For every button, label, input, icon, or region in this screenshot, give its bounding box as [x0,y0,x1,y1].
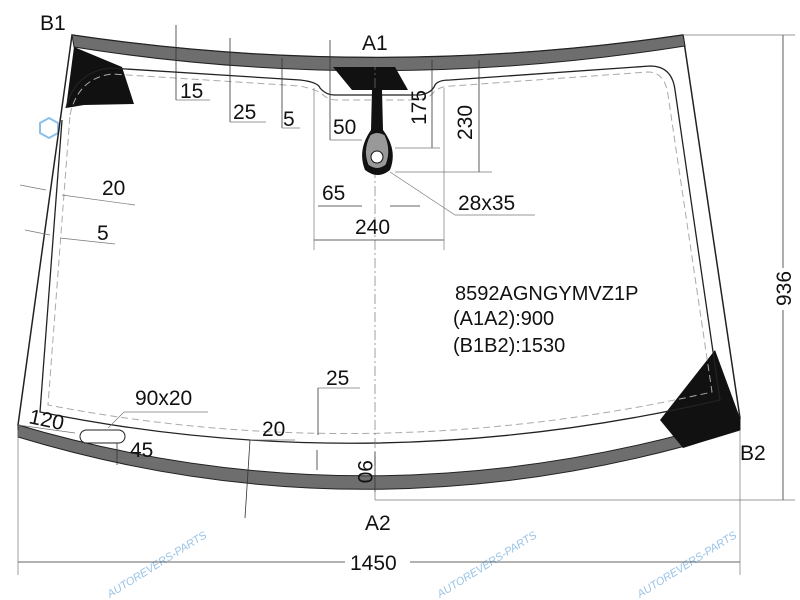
watermark-text: AUTOREVERS-PARTS [104,529,209,600]
dim-sensor-width: 240 [355,216,390,239]
sensor-black-area [333,67,408,90]
dim-side-gap: 5 [97,222,109,245]
dim-side-band: 20 [102,177,125,200]
dashed-offset-line [47,71,713,435]
vin-window [79,429,126,444]
dim-sensor-65: 65 [322,182,345,205]
dim-vin-offset: 45 [130,439,153,462]
point-a1: A1 [362,32,388,55]
dim-top-gap: 5 [283,108,295,131]
dim-bottom-black: 90 [353,460,376,483]
dim-sensor-top: 50 [333,116,356,139]
width-label-bg [345,550,410,574]
dim-overall-height: 936 [773,271,796,306]
point-b1: B1 [40,12,66,35]
dim-sensor-175: 175 [408,90,431,125]
height-label-bg [772,268,796,310]
dim-top-black: 25 [233,101,256,124]
top-band [71,34,686,72]
dim-bottom-gap: 25 [326,367,349,390]
part-number: 8592AGNGYMVZ1P [455,283,638,305]
spec-a1a2: (A1A2):900 [453,308,554,330]
spec-b1b2: (B1B2):1530 [453,335,565,357]
bracket-hole [370,150,384,164]
dim-bottom-band: 20 [262,418,285,441]
dim-sensor-230: 230 [454,105,477,140]
inner-print-line [39,65,721,444]
point-a2: A2 [365,512,391,535]
dim-bracket: 28x35 [458,192,515,215]
watermark-logo-icon [39,116,59,140]
point-b2: B2 [740,442,766,465]
dim-vin-window: 90x20 [135,387,192,410]
dim-overall-width: 1450 [350,552,397,575]
black-corner-bottom-right [660,350,740,448]
watermark-text: AUTOREVERS-PARTS [434,529,539,600]
watermark-text: AUTOREVERS-PARTS [634,529,739,600]
dim-top-band: 15 [180,80,203,103]
black-corner-top-left [66,47,134,108]
